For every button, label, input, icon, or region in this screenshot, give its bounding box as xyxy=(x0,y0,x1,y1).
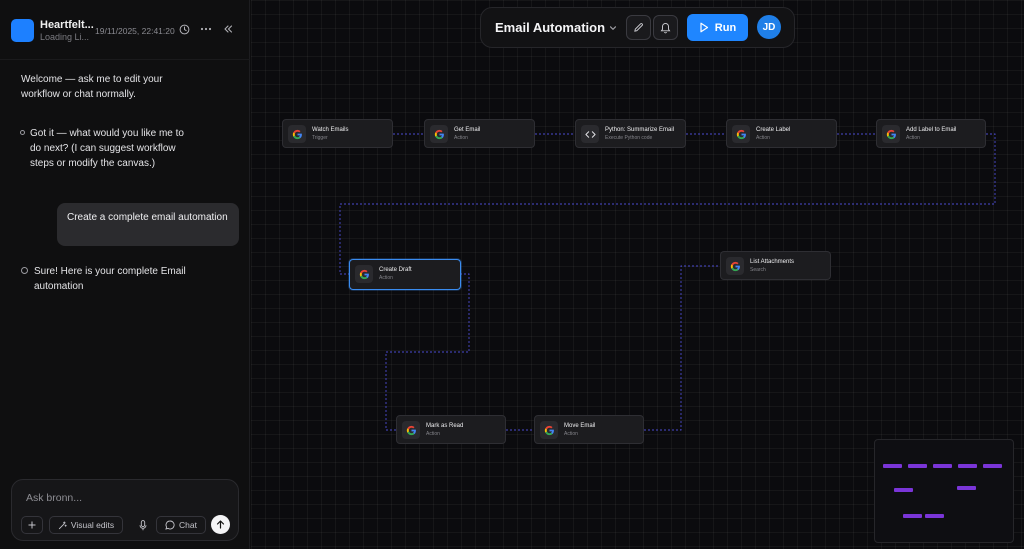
app-title: Heartfelt... xyxy=(40,19,94,31)
node-title: Add Label to Email xyxy=(906,127,957,133)
assistant-welcome-message: Welcome — ask me to edit your workflow o… xyxy=(21,74,163,100)
chat-input[interactable]: Ask bronn... xyxy=(26,492,83,504)
workflow-node-move-email[interactable]: Move Email Action xyxy=(534,415,644,444)
assistant-message: Got it — what would you like me to do ne… xyxy=(30,128,184,169)
notifications-button[interactable] xyxy=(653,15,678,40)
visual-edits-label: Visual edits xyxy=(70,520,115,530)
node-subtitle: Action xyxy=(756,135,770,141)
chat-bubble-icon xyxy=(165,520,175,530)
node-title: Create Draft xyxy=(379,267,412,273)
node-subtitle: Trigger xyxy=(312,135,328,141)
workflow-toolbar: Email Automation Run JD xyxy=(480,7,795,48)
chevron-down-icon[interactable] xyxy=(608,23,618,33)
play-icon xyxy=(700,22,708,33)
google-icon xyxy=(402,421,420,439)
node-subtitle: Action xyxy=(906,135,920,141)
minimap-node xyxy=(883,464,902,468)
google-icon xyxy=(430,125,448,143)
node-subtitle: Action xyxy=(426,431,440,437)
arrow-up-icon xyxy=(216,520,225,529)
node-title: Watch Emails xyxy=(312,127,349,133)
avatar[interactable]: JD xyxy=(757,15,781,39)
session-timestamp: 19/11/2025, 22:41:20 xyxy=(95,26,175,36)
magic-wand-icon xyxy=(58,520,67,529)
minimap-node xyxy=(983,464,1002,468)
google-icon xyxy=(882,125,900,143)
add-attachment-button[interactable] xyxy=(21,516,43,534)
sidebar-header: Heartfelt... Loading Li... 19/11/2025, 2… xyxy=(0,0,250,60)
minimap[interactable] xyxy=(874,439,1014,543)
send-button[interactable] xyxy=(211,515,230,534)
google-icon xyxy=(726,257,744,275)
minimap-node xyxy=(903,514,922,518)
edge-add-label-to-create-draft xyxy=(339,133,996,275)
app-subtitle: Loading Li... xyxy=(40,32,90,42)
workflow-node-get-email[interactable]: Get Email Action xyxy=(424,119,535,148)
edge-create-draft-to-mark-read xyxy=(385,273,470,431)
node-subtitle: Action xyxy=(454,135,468,141)
user-message-bubble: Create a complete email automation xyxy=(57,203,239,246)
node-title: Get Email xyxy=(454,127,481,133)
google-icon xyxy=(540,421,558,439)
minimap-node xyxy=(925,514,944,518)
workflow-node-create-label[interactable]: Create Label Action xyxy=(726,119,837,148)
microphone-icon xyxy=(139,519,147,530)
more-options-icon[interactable] xyxy=(199,22,213,36)
code-icon xyxy=(581,125,599,143)
workflow-node-create-draft[interactable]: Create Draft Action xyxy=(349,259,461,290)
node-title: Move Email xyxy=(564,423,596,429)
workflow-name[interactable]: Email Automation xyxy=(495,20,606,35)
node-subtitle: Action xyxy=(564,431,578,437)
assistant-marker-icon xyxy=(21,267,28,274)
node-title: Mark as Read xyxy=(426,423,464,429)
edit-button[interactable] xyxy=(626,15,651,40)
minimap-node xyxy=(957,486,976,490)
node-title: Python: Summarize Email xyxy=(605,127,675,133)
assistant-message: Sure! Here is your complete Email automa… xyxy=(34,266,186,292)
node-title: Create Label xyxy=(756,127,791,133)
visual-edits-button[interactable]: Visual edits xyxy=(49,516,123,534)
minimap-node xyxy=(933,464,952,468)
collapse-sidebar-icon[interactable] xyxy=(221,22,235,36)
bell-icon xyxy=(660,22,671,33)
history-icon[interactable] xyxy=(177,22,191,36)
plus-icon xyxy=(28,521,36,529)
node-subtitle: Action xyxy=(379,275,393,281)
chat-mode-button[interactable]: Chat xyxy=(156,516,206,534)
node-subtitle: Search xyxy=(750,267,766,273)
minimap-node xyxy=(894,488,913,492)
workflow-node-list-attachments[interactable]: List Attachments Search xyxy=(720,251,831,280)
google-icon xyxy=(355,265,373,283)
run-label: Run xyxy=(714,21,737,34)
chat-sidebar: Heartfelt... Loading Li... 19/11/2025, 2… xyxy=(0,0,250,549)
node-subtitle: Execute Python code xyxy=(605,135,653,141)
node-title: List Attachments xyxy=(750,259,795,265)
assistant-marker-icon xyxy=(20,130,25,135)
google-icon xyxy=(732,125,750,143)
edge-move-to-list-attachments xyxy=(644,265,720,431)
google-icon xyxy=(288,125,306,143)
run-button[interactable]: Run xyxy=(687,14,748,41)
pencil-icon xyxy=(634,23,643,32)
workflow-node-add-label[interactable]: Add Label to Email Action xyxy=(876,119,986,148)
microphone-button[interactable] xyxy=(137,516,149,534)
app-logo xyxy=(11,19,34,42)
workflow-node-watch-emails[interactable]: Watch Emails Trigger xyxy=(282,119,393,148)
chat-composer: Ask bronn... Visual edits Chat xyxy=(11,479,239,541)
workflow-node-mark-as-read[interactable]: Mark as Read Action xyxy=(396,415,506,444)
minimap-node xyxy=(958,464,977,468)
minimap-node xyxy=(908,464,927,468)
chat-mode-label: Chat xyxy=(179,520,197,530)
workflow-node-python-summarize[interactable]: Python: Summarize Email Execute Python c… xyxy=(575,119,686,148)
